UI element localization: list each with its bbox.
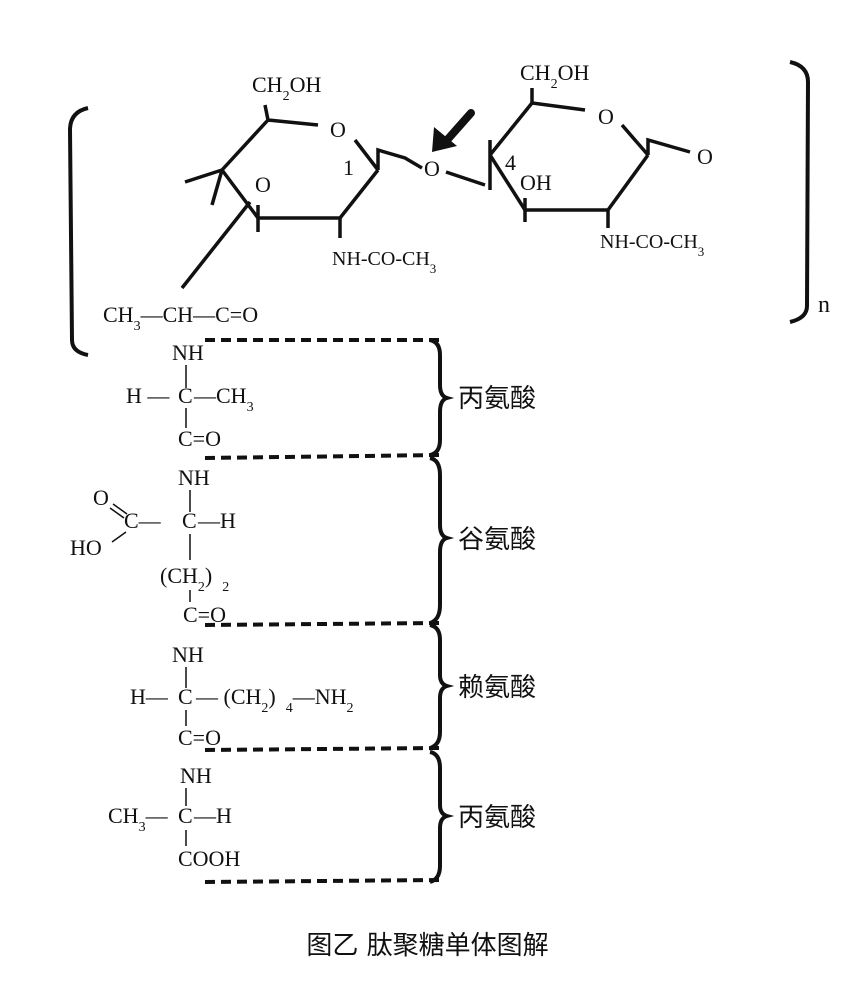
residue-name-alanine-2: 丙氨酸 <box>458 803 536 833</box>
residue-brace-1 <box>429 338 455 457</box>
repeat-n-label: n <box>818 292 830 318</box>
r2-side-chain: (CH2)2 <box>160 563 229 595</box>
r3-alpha-carbon: C <box>178 684 193 709</box>
r3-carbonyl: C=O <box>178 725 221 750</box>
lactyl-group: CH3—CH—C=O <box>103 302 258 334</box>
right-end-oxygen: O <box>697 144 713 169</box>
sugar-ring-left <box>180 104 423 290</box>
figure-caption: 图乙 肽聚糖单体图解 <box>306 931 549 961</box>
r3-hydrogen: H— <box>130 684 169 709</box>
right-ring-oxygen: O <box>598 104 614 129</box>
r2-hydrogen: —H <box>197 508 236 533</box>
r4-methyl: CH3— <box>108 803 169 835</box>
r4-carboxyl: COOH <box>178 846 240 871</box>
r2-alpha-carbon: C <box>182 508 197 533</box>
sugar-ring-right <box>488 88 691 228</box>
left-ring-oxygen: O <box>330 117 346 142</box>
r2-nh: NH <box>178 465 210 490</box>
repeat-bracket-right <box>789 60 811 324</box>
lysozyme-cleavage-arrow-icon <box>432 109 475 152</box>
r2-acid-carbon: C— <box>124 508 162 533</box>
r1-methyl: —CH3 <box>193 383 254 415</box>
residue-brace-2 <box>429 456 455 625</box>
residue-brace-3 <box>429 623 455 750</box>
residue-dividers <box>204 338 441 884</box>
right-ch2oh: CH2OH <box>520 60 589 92</box>
r3-side-chain: — (CH2)4—NH2 <box>195 684 354 716</box>
c4-label: 4 <box>505 150 516 175</box>
r4-nh: NH <box>180 763 212 788</box>
right-nac-group: NH-CO-CH3 <box>600 231 704 259</box>
glycosidic-oxygen: O <box>424 156 440 181</box>
repeat-bracket-left <box>67 106 89 357</box>
r2-acid-ho: HO <box>70 535 102 560</box>
r1-nh: NH <box>172 340 204 365</box>
r4-alpha-carbon: C <box>178 803 193 828</box>
residue-name-lysine: 赖氨酸 <box>458 673 536 703</box>
c1-label: 1 <box>343 155 354 180</box>
left-c3-oxygen: O <box>255 172 271 197</box>
r1-carbonyl: C=O <box>178 426 221 451</box>
residue-name-alanine-1: 丙氨酸 <box>458 384 536 414</box>
left-ch2oh: CH2OH <box>252 72 321 104</box>
r1-left: H — <box>126 383 170 408</box>
r3-nh: NH <box>172 642 204 667</box>
r2-acid-oxygen: O <box>93 485 109 510</box>
residue-brace-4 <box>429 750 455 884</box>
left-nac-group: NH-CO-CH3 <box>332 248 436 276</box>
residue-name-glutamic-acid: 谷氨酸 <box>458 525 536 555</box>
r1-alpha-carbon: C <box>178 383 193 408</box>
r2-carbonyl: C=O <box>183 602 226 627</box>
c4-hydroxyl: OH <box>520 170 552 195</box>
r4-hydrogen: —H <box>193 803 232 828</box>
